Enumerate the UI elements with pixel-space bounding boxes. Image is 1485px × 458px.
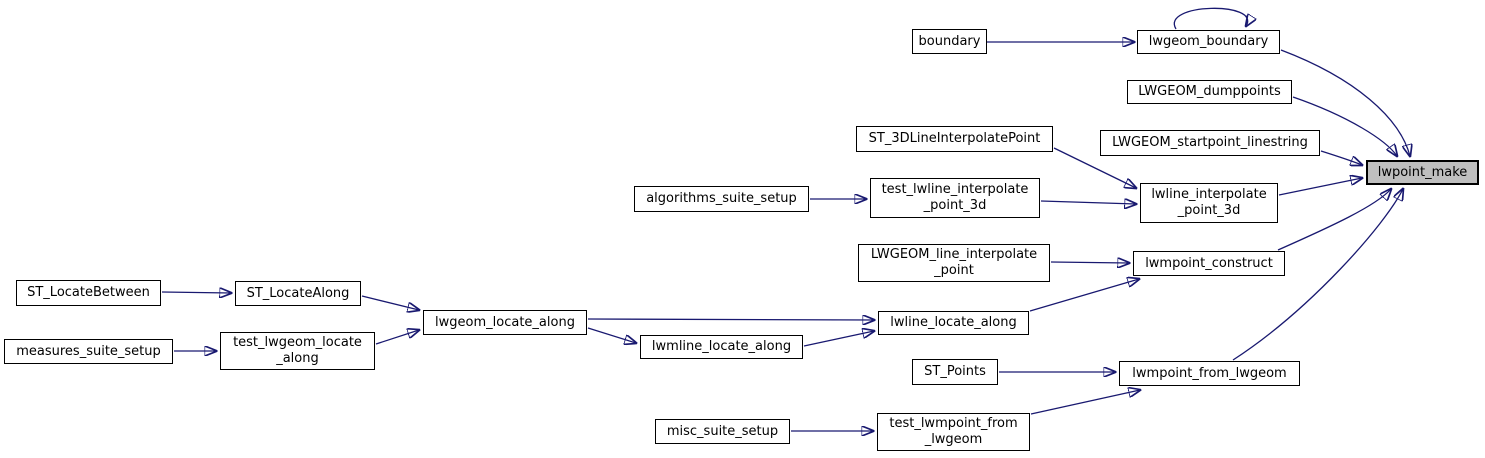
node-ST_Points[interactable]: ST_Points [912, 359, 998, 385]
node-test_lwmpoint_from_lwgeom[interactable]: test_lwmpoint_from _lwgeom [877, 413, 1030, 451]
node-lwgeom_locate_along[interactable]: lwgeom_locate_along [423, 310, 587, 335]
node-algorithms_suite_setup[interactable]: algorithms_suite_setup [634, 186, 809, 212]
node-ST_3DLineInterpolatePoint[interactable]: ST_3DLineInterpolatePoint [856, 126, 1053, 152]
edge-lwgeom_locate_along-to-lwline_locate_along [587, 319, 874, 320]
node-lwmpoint_construct[interactable]: lwmpoint_construct [1133, 251, 1285, 276]
node-measures_suite_setup[interactable]: measures_suite_setup [4, 339, 173, 364]
node-lwmline_locate_along[interactable]: lwmline_locate_along [640, 335, 803, 359]
edge-lwgeom_boundary-self-loop [1173, 7, 1247, 30]
edge-lwline_locate_along-to-lwmpoint_construct [1029, 279, 1139, 312]
edge-test_lwline_interpolate_point_3d-to-lwline_interpolate_point_3d [1040, 201, 1136, 204]
edge-LWGEOM_dumppoints-to-lwpoint_make [1292, 96, 1397, 156]
edge-LWGEOM_line_interpolate_point-to-lwmpoint_construct [1050, 262, 1129, 263]
node-lwline_interpolate_point_3d[interactable]: lwline_interpolate _point_3d [1140, 183, 1278, 223]
edge-lwgeom_locate_along-to-lwmline_locate_along [587, 327, 636, 343]
node-LWGEOM_dumppoints[interactable]: LWGEOM_dumppoints [1127, 80, 1292, 104]
node-lwpoint_make: lwpoint_make [1366, 160, 1479, 185]
node-test_lwgeom_locate_along[interactable]: test_lwgeom_locate _along [220, 332, 375, 370]
edge-lwmpoint_from_lwgeom-to-lwpoint_make [1232, 189, 1403, 361]
edge-test_lwgeom_locate_along-to-lwgeom_locate_along [375, 330, 419, 345]
node-ST_LocateBetween[interactable]: ST_LocateBetween [16, 280, 161, 306]
node-lwgeom_boundary[interactable]: lwgeom_boundary [1137, 30, 1280, 54]
edge-lwmline_locate_along-to-lwline_locate_along [803, 331, 874, 347]
edge-lwline_interpolate_point_3d-to-lwpoint_make [1278, 178, 1362, 196]
edge-ST_LocateBetween-to-ST_LocateAlong [161, 292, 231, 293]
node-boundary[interactable]: boundary [912, 29, 987, 54]
edge-test_lwmpoint_from_lwgeom-to-lwmpoint_from_lwgeom [1030, 390, 1140, 415]
edge-lwmpoint_construct-to-lwpoint_make [1277, 189, 1391, 251]
node-test_lwline_interpolate_point_3d[interactable]: test_lwline_interpolate _point_3d [870, 178, 1040, 218]
node-LWGEOM_startpoint_linestring[interactable]: LWGEOM_startpoint_linestring [1100, 130, 1320, 156]
node-ST_LocateAlong[interactable]: ST_LocateAlong [235, 281, 361, 306]
node-misc_suite_setup[interactable]: misc_suite_setup [655, 419, 790, 444]
node-LWGEOM_line_interpolate_point[interactable]: LWGEOM_line_interpolate _point [858, 244, 1050, 282]
node-lwline_locate_along[interactable]: lwline_locate_along [878, 311, 1029, 335]
node-lwmpoint_from_lwgeom[interactable]: lwmpoint_from_lwgeom [1119, 361, 1300, 386]
edge-ST_LocateAlong-to-lwgeom_locate_along [361, 295, 419, 310]
edge-ST_3DLineInterpolatePoint-to-lwline_interpolate_point_3d [1053, 147, 1136, 188]
edge-lwgeom_boundary-to-lwpoint_make [1280, 49, 1410, 156]
edge-LWGEOM_startpoint_linestring-to-lwpoint_make [1320, 150, 1362, 165]
